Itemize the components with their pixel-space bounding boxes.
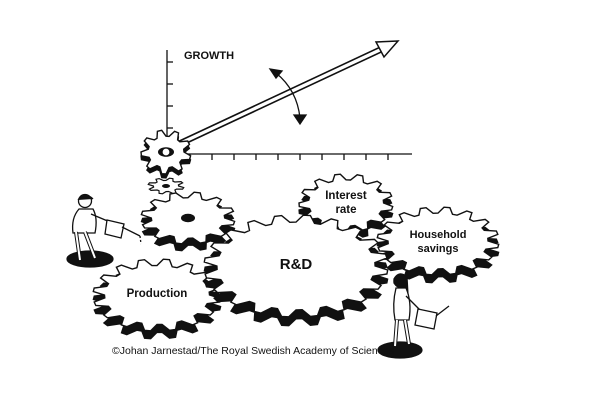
worker-left-figure-icon — [66, 193, 142, 268]
gear-label-rd: R&D — [280, 256, 313, 273]
worker-right-figure-icon — [377, 273, 450, 359]
gear-production — [92, 258, 222, 340]
growth-axes — [160, 50, 412, 160]
gear-label-production: Production — [127, 288, 188, 300]
gear-label-savings: savings — [418, 243, 459, 255]
gear-label-rate: rate — [335, 204, 356, 216]
gear-pivot-base — [147, 147, 185, 195]
gear-label-interest: Interest — [325, 190, 367, 202]
axis-label: GROWTH — [184, 50, 234, 62]
growth-arrow — [164, 40, 400, 153]
gear-household — [376, 206, 500, 284]
gear-top-small — [140, 191, 236, 252]
credit-text: ©Johan Jarnestad/The Royal Swedish Acade… — [112, 345, 394, 357]
rotation-arrow-icon — [268, 68, 308, 126]
oil-can-icon — [104, 219, 141, 239]
gear-label-household: Household — [410, 229, 467, 241]
watering-can-icon — [414, 305, 450, 330]
gear-rd — [203, 214, 389, 327]
